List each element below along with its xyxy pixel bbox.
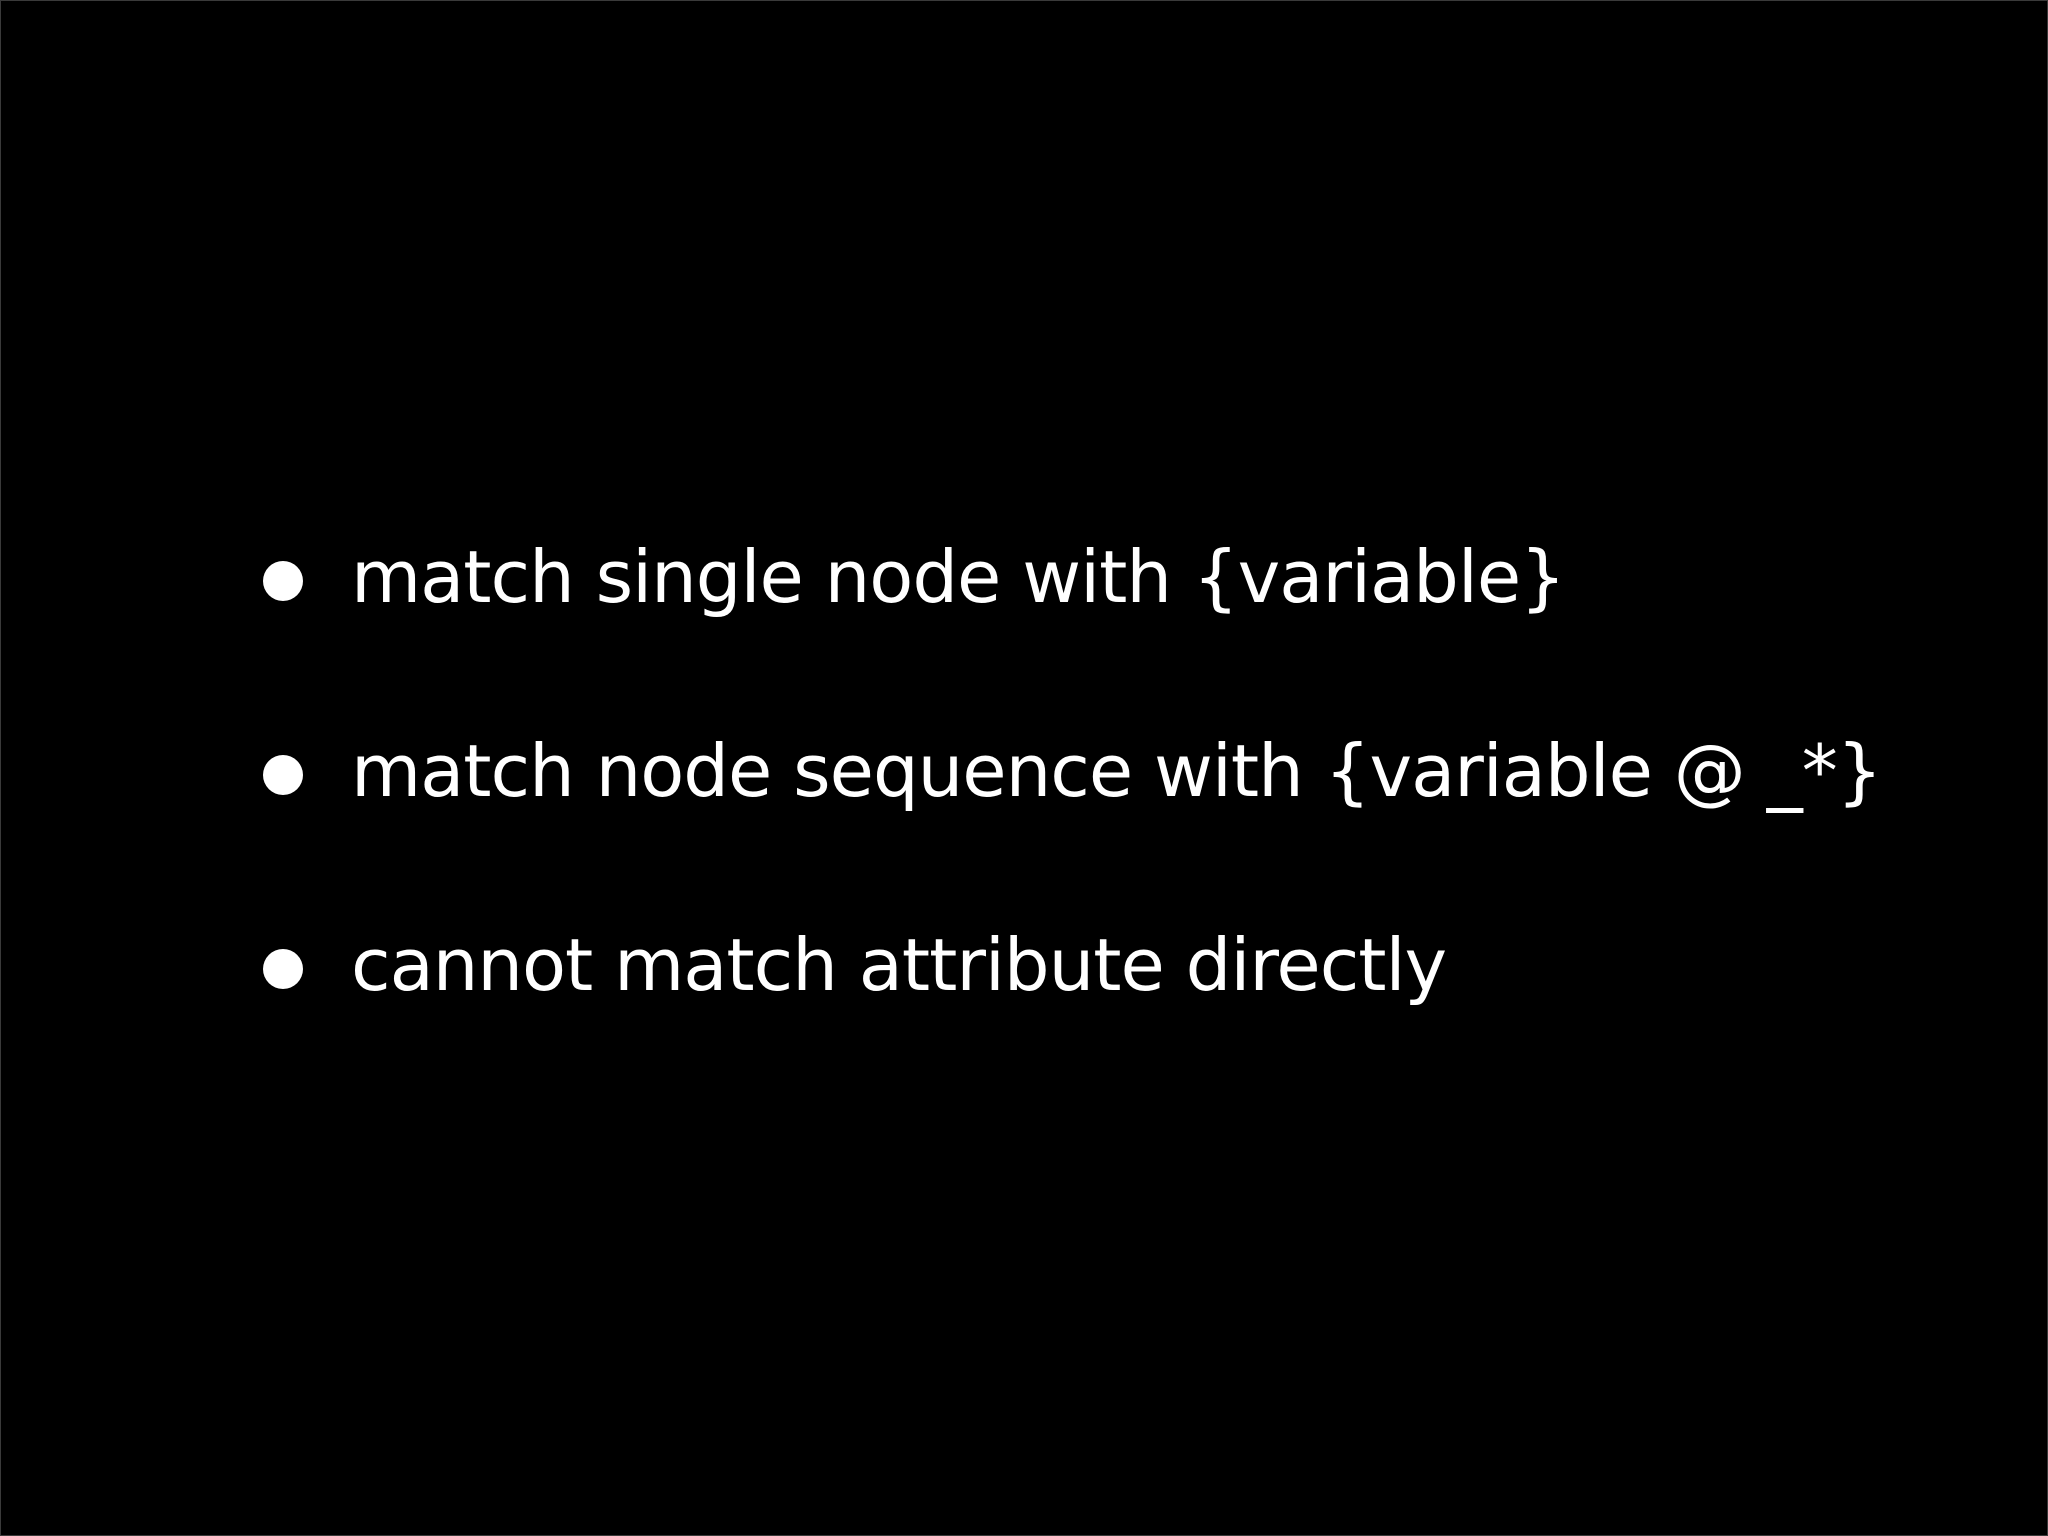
bullet-dot-icon [263, 561, 303, 601]
bullet-dot-icon [263, 755, 303, 795]
bullet-text: cannot match attribute directly [351, 923, 1447, 1007]
bullet-dot-icon [263, 949, 303, 989]
bullet-text: match single node with {variable} [351, 535, 1566, 619]
bullet-text: match node sequence with {variable @ _*} [351, 729, 1882, 813]
